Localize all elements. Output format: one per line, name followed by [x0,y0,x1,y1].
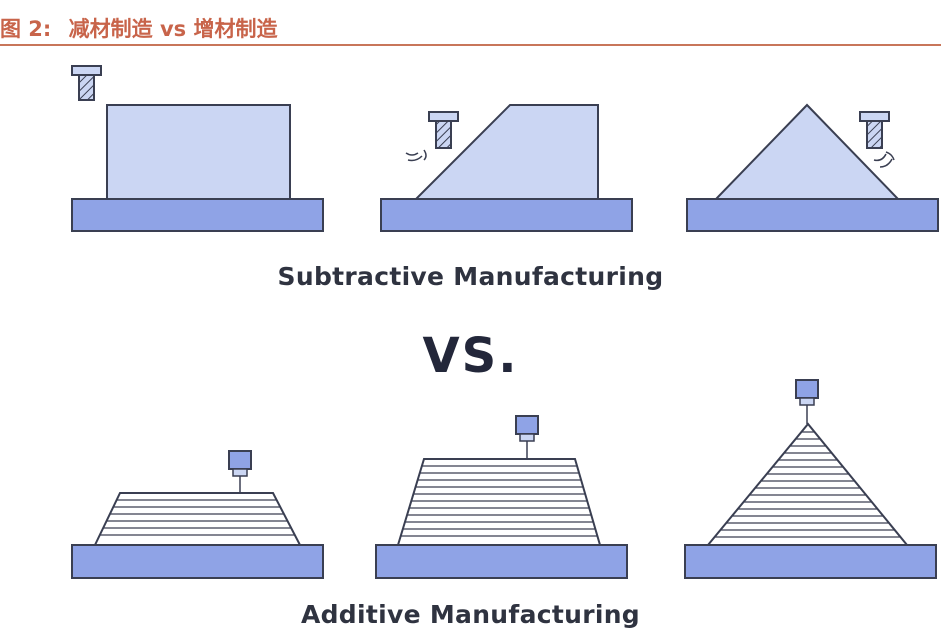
additive-base-2 [375,544,628,579]
versus-label: VS. [422,328,519,384]
printed-layers-short [93,492,302,546]
layer-lines [398,465,600,537]
additive-stage-3 [684,379,937,579]
chips-icon [405,149,427,162]
printed-layers-tall [396,458,602,546]
print-nozzle-icon [228,450,252,493]
cut-block-triangle [713,103,901,200]
cut-block-sloped [413,104,599,200]
printed-layers-pyramid [705,422,910,546]
figure-header: 图 2: 减材制造 vs 增材制造 [0,0,941,46]
subtractive-stage-3 [686,103,939,232]
subtractive-label: Subtractive Manufacturing [277,262,664,291]
subtractive-base-3 [686,198,939,232]
print-nozzle-icon [795,379,819,424]
additive-stage-2 [375,415,628,579]
drill-tool-icon [859,111,890,149]
layer-lines [95,499,300,536]
additive-label: Additive Manufacturing [300,600,641,629]
subtractive-base-1 [71,198,324,232]
figure-title: 图 2: 减材制造 vs 增材制造 [0,13,277,43]
subtractive-stage-1 [71,65,324,232]
figure-caption: 减材制造 vs 增材制造 [68,17,278,41]
drill-tool-icon [428,111,459,149]
additive-base-3 [684,544,937,579]
subtractive-stage-2 [380,104,633,232]
additive-base-1 [71,544,324,579]
raw-block [106,104,291,200]
figure-number: 图 2: [0,17,52,41]
print-nozzle-icon [515,415,539,459]
chips-icon [873,151,895,168]
subtractive-base-2 [380,198,633,232]
drill-tool-icon [71,65,102,101]
additive-stage-1 [71,450,324,579]
